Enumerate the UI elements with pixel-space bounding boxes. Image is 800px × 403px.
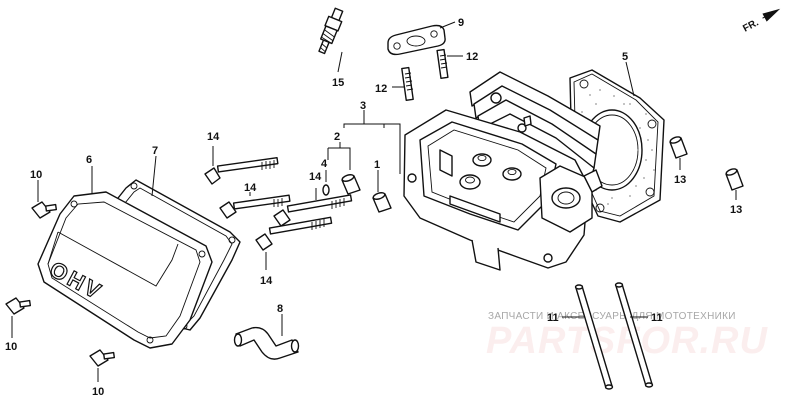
front-direction-arrow: FR. bbox=[741, 8, 781, 35]
exhaust-gasket bbox=[387, 21, 456, 56]
callout-10-bottom: 10 bbox=[92, 386, 104, 398]
callout-2: 2 bbox=[334, 131, 340, 143]
callout-13-upper: 13 bbox=[674, 174, 686, 186]
callout-4: 4 bbox=[321, 158, 328, 170]
callout-11-left: 11 bbox=[547, 312, 559, 324]
bolt-14-d bbox=[255, 216, 333, 270]
dowel-pin-lower bbox=[725, 168, 744, 200]
cover-bolt-left bbox=[5, 297, 32, 338]
bolt-14-a bbox=[204, 146, 279, 185]
cover-bolt-top bbox=[31, 180, 58, 219]
dowel-pin-upper bbox=[669, 136, 688, 170]
leader-3 bbox=[343, 120, 401, 174]
bolt-14-c bbox=[273, 188, 353, 227]
callout-10-left: 10 bbox=[5, 341, 17, 353]
callout-14-a: 14 bbox=[207, 131, 220, 143]
callout-6: 6 bbox=[86, 154, 92, 166]
callout-8: 8 bbox=[277, 303, 283, 315]
cylinder-head bbox=[403, 71, 603, 271]
callout-10-top: 10 bbox=[30, 169, 42, 181]
callout-15: 15 bbox=[332, 77, 344, 89]
o-ring bbox=[322, 184, 330, 196]
spark-plug bbox=[318, 7, 344, 73]
callout-13-lower: 13 bbox=[730, 204, 742, 216]
dowel-pin-2 bbox=[341, 174, 361, 195]
push-rod-left bbox=[562, 284, 614, 390]
watermark-brand: PARTSFOR.RU bbox=[486, 320, 768, 362]
callout-3: 3 bbox=[360, 100, 366, 112]
stud-lower bbox=[392, 66, 414, 101]
watermark: ЗАПЧАСТИ И АКСЕССУАРЫ ДЛЯ МОТОТЕХНИКИ PA… bbox=[486, 311, 768, 362]
callout-1: 1 bbox=[374, 159, 380, 171]
push-rod-right bbox=[614, 282, 654, 388]
stud-upper bbox=[436, 48, 463, 79]
front-label: FR. bbox=[741, 17, 761, 34]
head-cover: OHV bbox=[37, 166, 213, 349]
watermark-subtitle: ЗАПЧАСТИ И АКСЕССУАРЫ ДЛЯ МОТОТЕХНИКИ bbox=[488, 311, 736, 322]
callout-5: 5 bbox=[622, 51, 628, 63]
breather-tube bbox=[233, 314, 300, 360]
leader-2 bbox=[327, 147, 351, 170]
cover-bolt-bottom bbox=[89, 349, 116, 382]
arrow-icon bbox=[762, 8, 781, 22]
callout-14-b: 14 bbox=[244, 182, 257, 194]
callout-7: 7 bbox=[152, 145, 158, 157]
callout-12-lower: 12 bbox=[375, 83, 387, 95]
callout-9: 9 bbox=[458, 17, 464, 29]
callout-12-upper: 12 bbox=[466, 51, 478, 63]
callout-14-c: 14 bbox=[309, 171, 322, 183]
bolt-14-b bbox=[219, 192, 291, 219]
callout-11-right: 11 bbox=[651, 312, 663, 324]
callout-14-d: 14 bbox=[260, 275, 273, 287]
valve-guide-pin bbox=[372, 192, 392, 213]
